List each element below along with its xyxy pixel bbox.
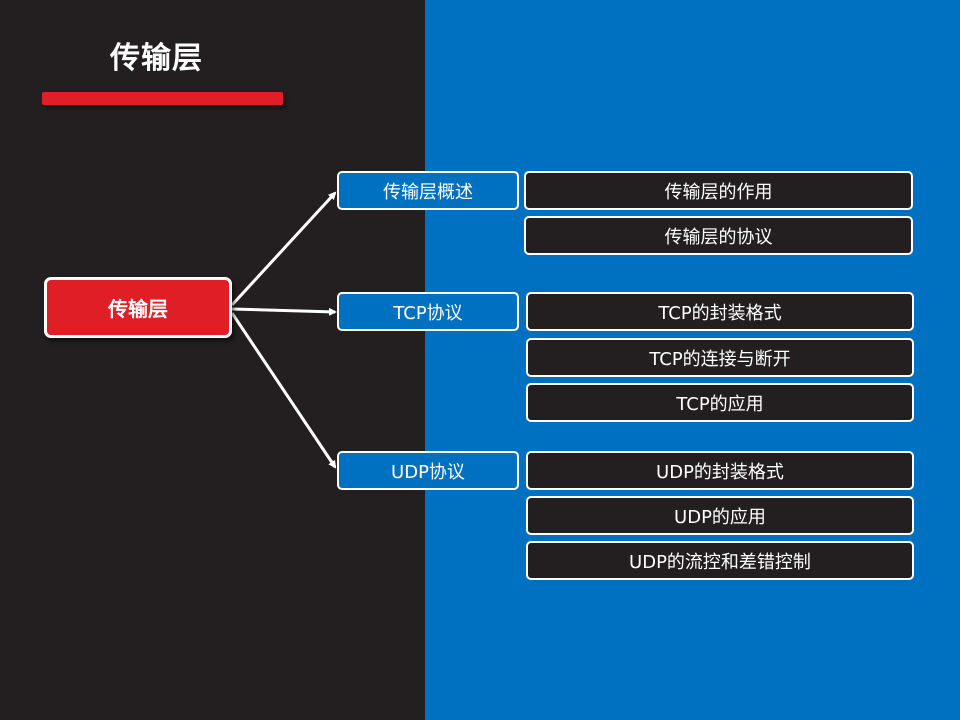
page-title: 传输层	[110, 41, 203, 76]
leaf-node: TCP的应用	[526, 383, 914, 422]
leaf-node: TCP的封装格式	[526, 292, 914, 331]
group-node-udp: UDP协议	[337, 451, 519, 490]
arrow-to-udp	[230, 312, 337, 469]
arrow-to-tcp	[231, 307, 337, 316]
arrow-to-overview	[230, 191, 337, 307]
root-node: 传输层	[44, 277, 232, 338]
left-background-panel	[0, 0, 425, 720]
leaf-node: UDP的封装格式	[526, 451, 914, 490]
group-node-overview: 传输层概述	[337, 171, 519, 210]
leaf-node: TCP的连接与断开	[526, 338, 914, 377]
title-underline-bar	[42, 92, 283, 105]
leaf-node: 传输层的作用	[524, 171, 913, 210]
group-node-tcp: TCP协议	[337, 292, 519, 331]
leaf-node: UDP的流控和差错控制	[526, 541, 914, 580]
leaf-node: 传输层的协议	[524, 216, 913, 255]
leaf-node: UDP的应用	[526, 496, 914, 535]
